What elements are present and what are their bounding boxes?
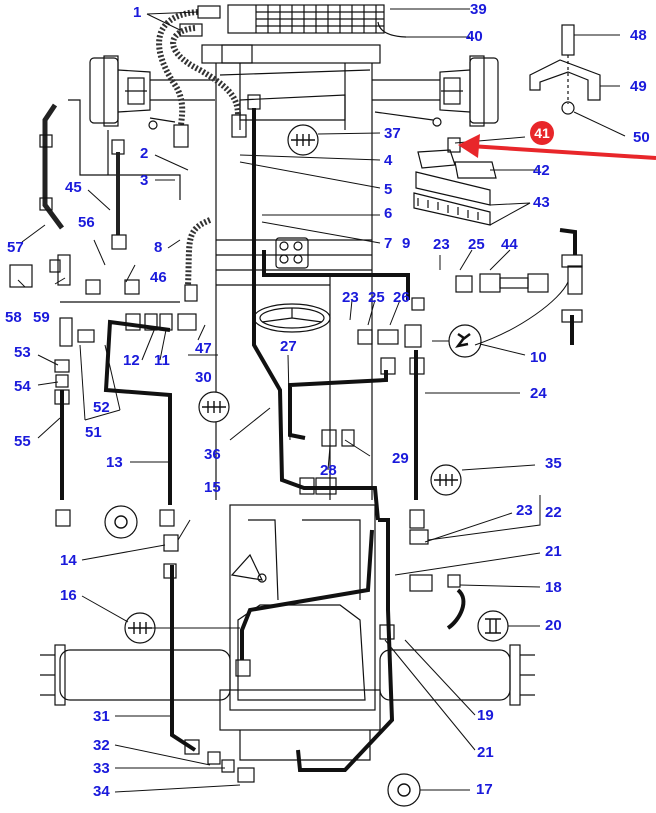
callout-12: 12 (123, 352, 140, 369)
callout-4: 4 (384, 152, 393, 169)
callout-56: 56 (78, 214, 95, 231)
callout-25-top: 25 (468, 236, 485, 253)
callout-15: 15 (204, 479, 221, 496)
callout-13: 13 (106, 454, 123, 471)
chassis-outline (201, 44, 381, 500)
callout-21-upper: 21 (545, 543, 562, 560)
callout-53: 53 (14, 344, 31, 361)
callout-32: 32 (93, 737, 110, 754)
callout-19: 19 (477, 707, 494, 724)
steering-wheel (253, 303, 331, 333)
pipe-brackets (413, 137, 497, 226)
callout-37: 37 (384, 125, 401, 142)
callout-7: 7 (384, 235, 393, 252)
callout-6: 6 (384, 205, 393, 222)
callout-47: 47 (195, 340, 212, 357)
rigid-brake-pipes (60, 108, 577, 772)
oil-cooler (227, 4, 385, 34)
leader-lines (17, 8, 626, 793)
front-axle-left (89, 55, 215, 130)
pump-symbol-13 (104, 505, 138, 539)
callout-25-mid: 25 (368, 289, 385, 306)
callout-46: 46 (150, 269, 167, 286)
braided-hose-1 (156, 9, 241, 286)
callout-30: 30 (195, 369, 212, 386)
callout-10: 10 (530, 349, 547, 366)
tee-fittings (9, 254, 583, 783)
rear-transmission-housing (219, 504, 381, 761)
callout-42: 42 (533, 162, 550, 179)
callout-9: 9 (402, 235, 411, 252)
callout-23-top: 23 (433, 236, 450, 253)
callout-36: 36 (204, 446, 221, 463)
pipe-clamp (529, 24, 601, 115)
hose-57 (39, 99, 181, 250)
callout-57: 57 (7, 239, 24, 256)
callout-24: 24 (530, 385, 547, 402)
callout-40: 40 (466, 28, 483, 45)
callout-27: 27 (280, 338, 297, 355)
pump-symbol-17 (387, 773, 421, 807)
callout-21-lower: 21 (477, 744, 494, 761)
front-axle-right (372, 55, 499, 127)
callout-54: 54 (14, 378, 31, 395)
callout-59: 59 (33, 309, 50, 326)
callout-41-highlighted: 41 (530, 121, 554, 145)
callout-11: 11 (154, 352, 170, 369)
cooler-clip (377, 21, 407, 38)
callout-2: 2 (140, 145, 149, 162)
callout-8: 8 (154, 239, 163, 256)
callout-51: 51 (85, 424, 102, 441)
callout-23-low: 23 (516, 502, 533, 519)
callout-17: 17 (476, 781, 493, 798)
valve-block (275, 237, 309, 269)
callout-34: 34 (93, 783, 110, 800)
4wd-symbol-20 (477, 610, 509, 642)
callout-18: 18 (545, 579, 562, 596)
callout-14: 14 (60, 552, 77, 569)
callout-50: 50 (633, 129, 650, 146)
callout-44: 44 (501, 236, 518, 253)
callout-28: 28 (320, 462, 337, 479)
callout-20: 20 (545, 617, 562, 634)
callout-48: 48 (630, 27, 647, 44)
callout-29: 29 (392, 450, 409, 467)
callout-43: 43 (533, 194, 550, 211)
callout-52: 52 (93, 399, 110, 416)
callout-49: 49 (630, 78, 647, 95)
operator-symbol-10 (448, 324, 482, 358)
callout-3: 3 (140, 172, 149, 189)
callout-1: 1 (133, 4, 142, 21)
callout-39: 39 (470, 1, 487, 18)
callout-16: 16 (60, 587, 77, 604)
callout-26: 26 (393, 289, 410, 306)
callout-31: 31 (93, 708, 110, 725)
callout-35: 35 (545, 455, 562, 472)
callout-45: 45 (65, 179, 82, 196)
callout-22: 22 (545, 504, 562, 521)
rear-axle (40, 644, 535, 706)
callout-5: 5 (384, 181, 393, 198)
callout-58: 58 (5, 309, 22, 326)
callout-33: 33 (93, 760, 110, 777)
callout-23-mid: 23 (342, 289, 359, 306)
callout-55: 55 (14, 433, 31, 450)
highlight-arrow (458, 134, 656, 160)
